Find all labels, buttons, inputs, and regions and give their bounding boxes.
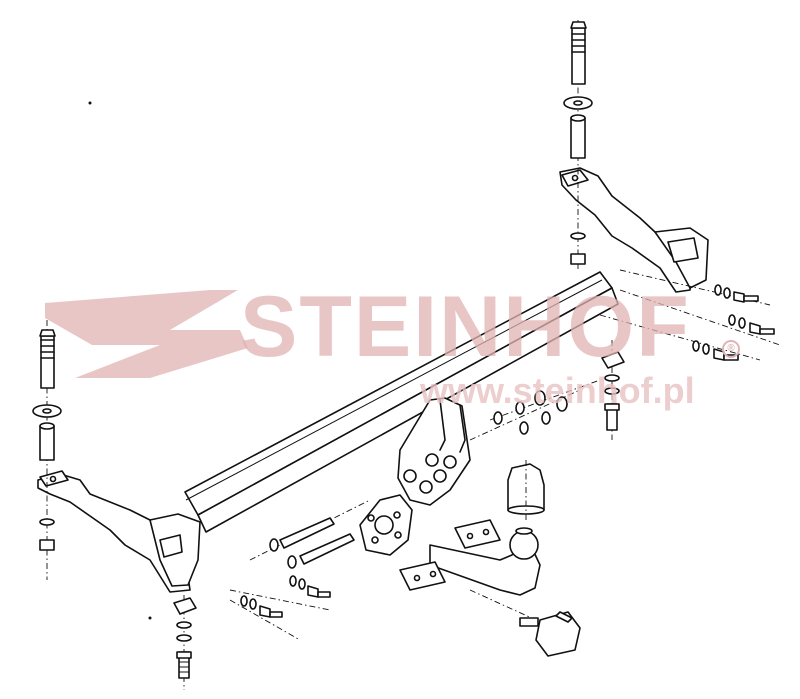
watermark-swoosh-logo <box>45 290 248 378</box>
main-crossbeam <box>184 271 619 533</box>
right-lower-bolt-stack <box>601 340 625 440</box>
center-mounting-plate <box>397 397 471 506</box>
left-bolt-stack <box>32 320 62 580</box>
right-top-bolt-stack <box>563 20 593 270</box>
tow-ball-neck <box>429 527 541 596</box>
right-side-bracket <box>559 167 709 293</box>
electrical-socket <box>469 589 581 657</box>
ball-cover <box>507 460 545 520</box>
clamp-blocks <box>399 519 501 591</box>
watermark-registered-mark: ® <box>722 340 740 358</box>
left-horizontal-bolts <box>229 575 331 641</box>
stray-marks <box>88 101 152 620</box>
center-washer-row <box>469 379 601 441</box>
left-lower-bolt-stack <box>173 595 197 690</box>
flange-plate <box>359 494 413 556</box>
left-side-bracket <box>37 470 201 593</box>
long-bolts <box>249 499 371 569</box>
